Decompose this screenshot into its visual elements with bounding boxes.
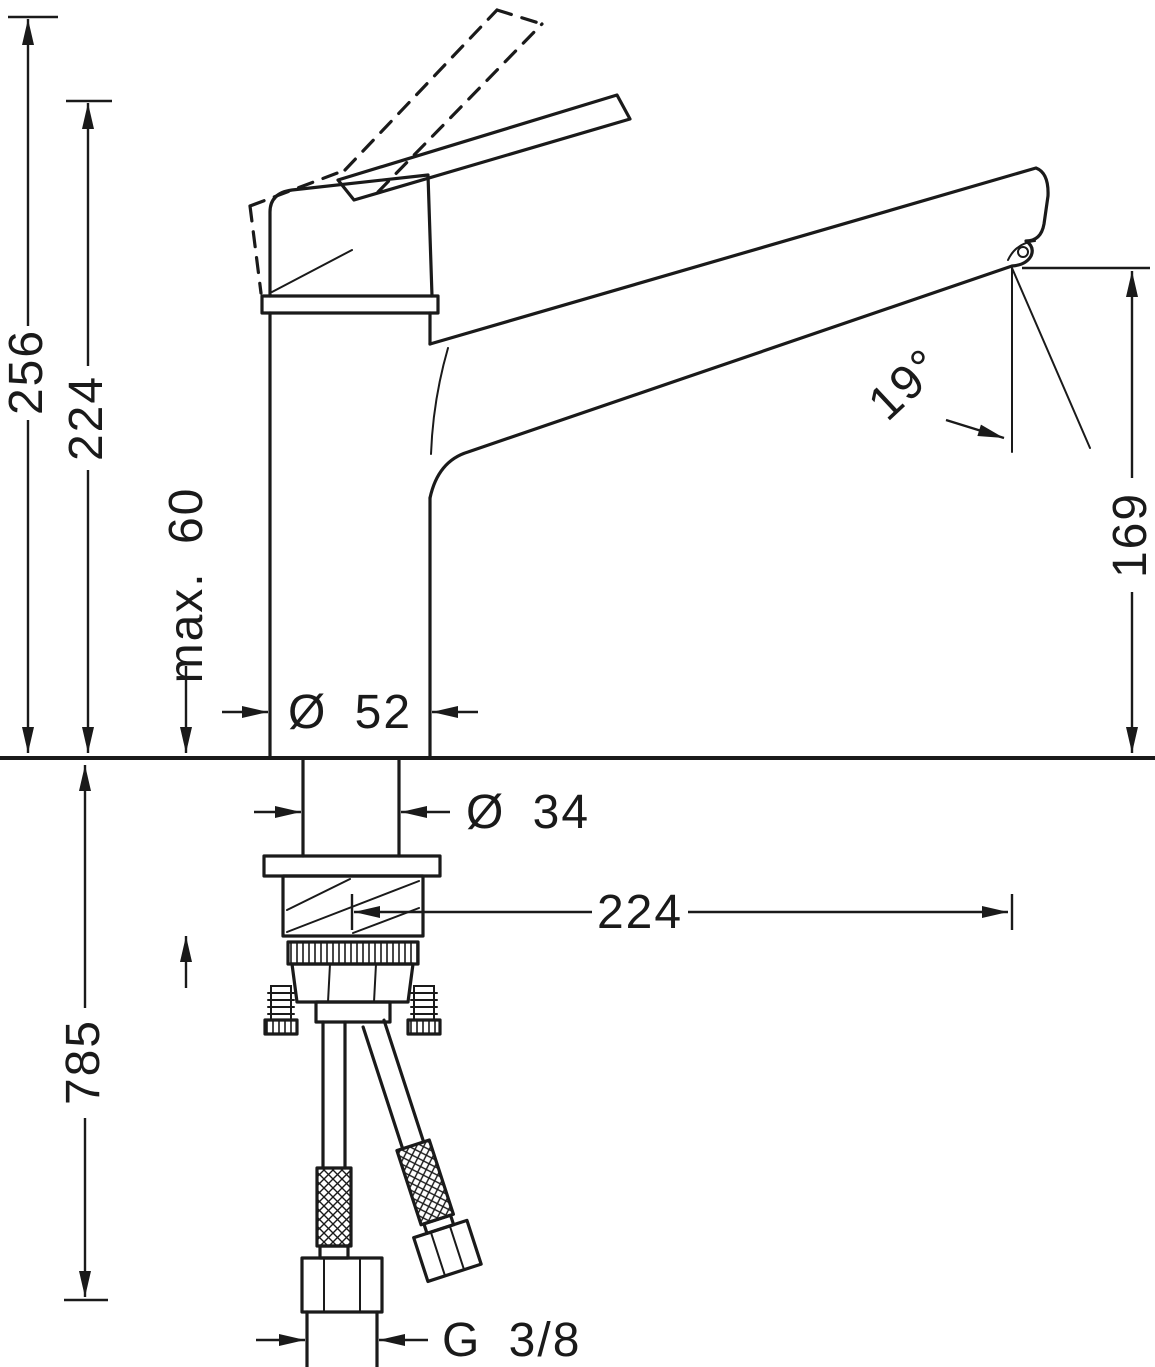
dim-224v-label: 224 [60, 375, 113, 461]
body-outline [268, 311, 432, 759]
hose-left-braid [315, 1166, 353, 1248]
hose-right-braid [395, 1138, 455, 1227]
hose-right-tube [361, 1018, 426, 1151]
shank [301, 756, 401, 858]
supply-hose-right [361, 1018, 483, 1284]
base-flange [262, 854, 442, 878]
outlet-detail [1007, 240, 1036, 261]
dim-169-label: 169 [1104, 492, 1155, 578]
dim-256-label: 256 [0, 329, 53, 415]
angle-reference-lines [1011, 267, 1091, 453]
hose-right-nut-facets [429, 1224, 466, 1277]
handle-lever-raised-dashed [248, 8, 544, 295]
dimension-labels: 256 224 max. 60 Ø 52 Ø 34 224 19° 169 78… [0, 329, 1155, 1367]
hose-left-nut [300, 1256, 384, 1314]
dim-max60-label: max. 60 [160, 487, 213, 684]
handle-cap [268, 173, 434, 298]
spout-outline [428, 166, 1050, 500]
spout-collar-line [430, 347, 449, 455]
dim-224h-label: 224 [597, 886, 683, 939]
mounting-nut-facets [327, 963, 377, 1003]
dim-785-label: 785 [57, 1019, 110, 1105]
faucet-outline [0, 8, 1155, 760]
hose-connector-block [314, 1000, 392, 1024]
below-deck-assembly [262, 756, 483, 1367]
body-ring [260, 294, 440, 315]
side-stud-left-nut [263, 1018, 299, 1036]
hose-right-nut [412, 1218, 483, 1284]
cap-detail-line [271, 249, 353, 293]
mounting-nut [290, 962, 415, 1004]
mounting-block [281, 874, 425, 938]
supply-hose-left [300, 1020, 384, 1367]
thread-pipe [305, 1310, 379, 1367]
side-stud-left-threads [267, 992, 295, 1015]
dim-dia52-label: Ø 52 [288, 686, 412, 739]
rubber-washer [286, 940, 420, 966]
side-stud-right-nut [406, 1018, 442, 1036]
dim-angle-leader [945, 418, 1005, 440]
handle-lever [336, 93, 632, 202]
dimension-lines [8, 15, 1150, 1346]
hose-left-tube [321, 1020, 347, 1170]
dim-g38-label: G 3/8 [442, 1314, 581, 1367]
hose-left-nut-facets [323, 1257, 361, 1313]
side-stud-right-threads [410, 992, 438, 1015]
dim-angle-label: 19° [859, 338, 953, 430]
dim-dia34-label: Ø 34 [466, 786, 590, 839]
hose-left-collar [318, 1244, 350, 1260]
aerator-icon [1017, 246, 1029, 258]
